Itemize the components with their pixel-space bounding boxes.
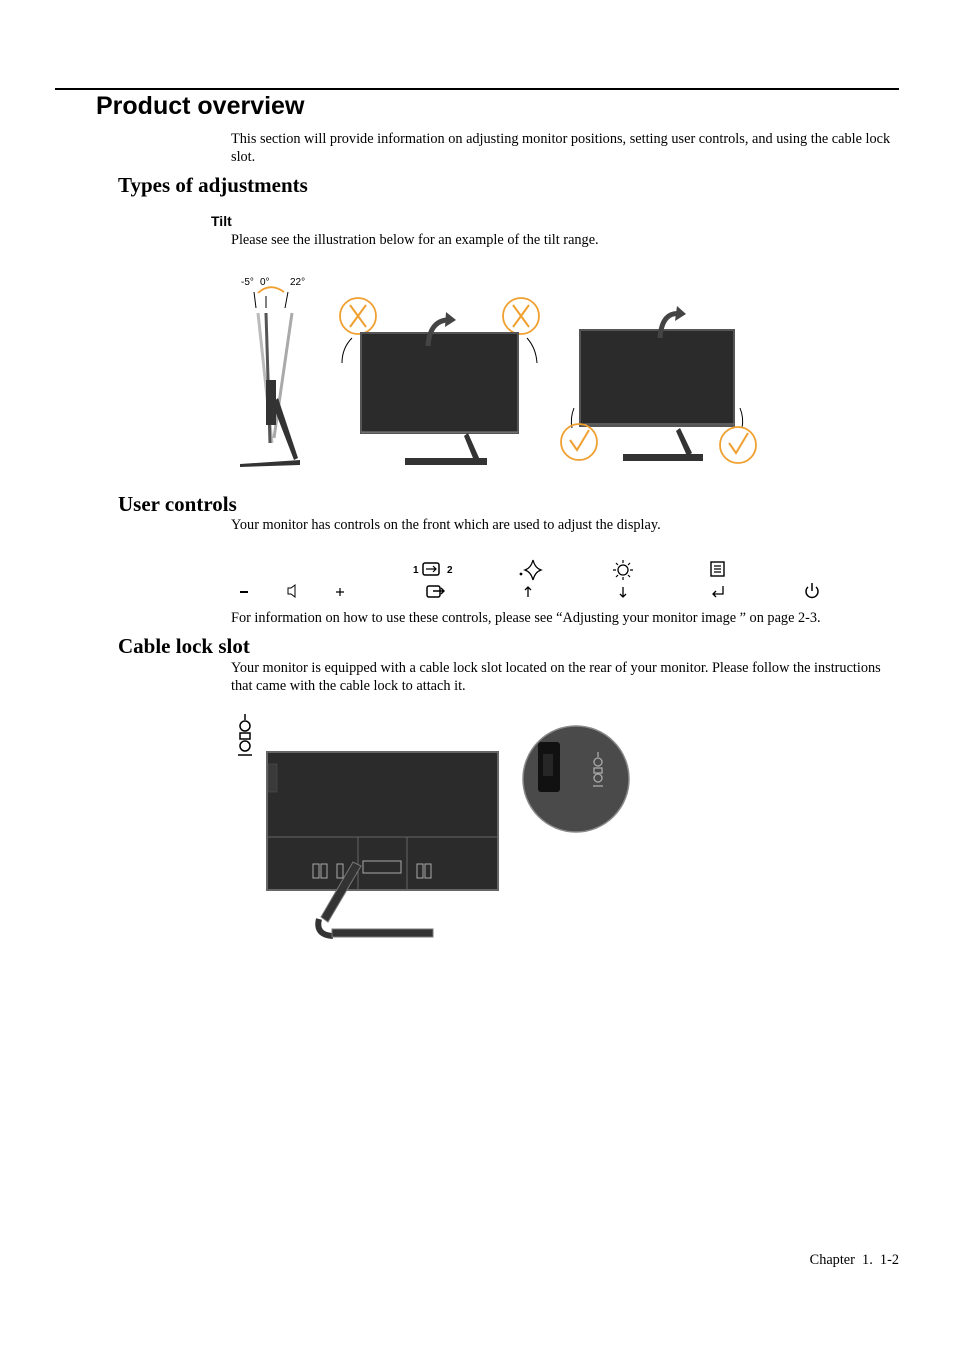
- plus-icon: [336, 588, 344, 596]
- tilt-side-profile: -5° 0° 22°: [240, 277, 305, 467]
- tilt-angle-22: 22°: [290, 277, 305, 288]
- menu-icon: [710, 561, 725, 577]
- enter-icon: [712, 586, 724, 598]
- arrow-up-icon: [524, 586, 532, 597]
- arrow-down-icon: [619, 587, 627, 598]
- tilt-correct-example: [560, 306, 757, 464]
- cable-lock-slot-zoom: [522, 725, 630, 833]
- input-label-2: 2: [447, 565, 453, 576]
- cable-lock-slot-heading: Cable lock slot: [118, 634, 250, 658]
- tilt-illustration: -5° 0° 22°: [240, 277, 757, 467]
- user-controls-strip: 1 2: [240, 559, 819, 599]
- top-rule: [55, 88, 899, 90]
- intro-paragraph: This section will provide information on…: [231, 131, 891, 165]
- x-mark-icon-left: [339, 297, 377, 335]
- check-mark-icon-left: [560, 423, 598, 461]
- tilt-angle-0: 0°: [260, 277, 270, 288]
- tilt-paragraph: Please see the illustration below for an…: [231, 232, 599, 248]
- exit-icon: [426, 585, 445, 598]
- user-controls-footnote: For information on how to use these cont…: [231, 610, 821, 626]
- user-controls-heading: User controls: [118, 492, 237, 516]
- cable-lock-paragraph: Your monitor is equipped with a cable lo…: [231, 660, 881, 694]
- sparkle-icon: [519, 559, 543, 581]
- tilt-angle-minus5: -5°: [241, 277, 254, 288]
- input-label-1: 1: [413, 565, 419, 576]
- volume-icon: [287, 584, 296, 598]
- brightness-icon: [613, 560, 633, 580]
- check-mark-icon-right: [719, 426, 757, 464]
- cable-lock-illustration: [238, 714, 630, 939]
- input-switch-icon: 1 2: [413, 562, 453, 576]
- user-controls-paragraph: Your monitor has controls on the front w…: [231, 517, 661, 533]
- tilt-heading: Tilt: [211, 213, 232, 229]
- tilt-wrong-example: [339, 297, 540, 465]
- power-icon: [805, 583, 819, 599]
- types-of-adjustments-heading: Types of adjustments: [118, 173, 308, 197]
- cable-lock-icon: [238, 714, 252, 756]
- monitor-rear-view: [266, 751, 499, 939]
- page-title: Product overview: [96, 92, 305, 120]
- page-footer: Chapter 1. 1-2: [809, 1252, 899, 1268]
- x-mark-icon-right: [502, 297, 540, 335]
